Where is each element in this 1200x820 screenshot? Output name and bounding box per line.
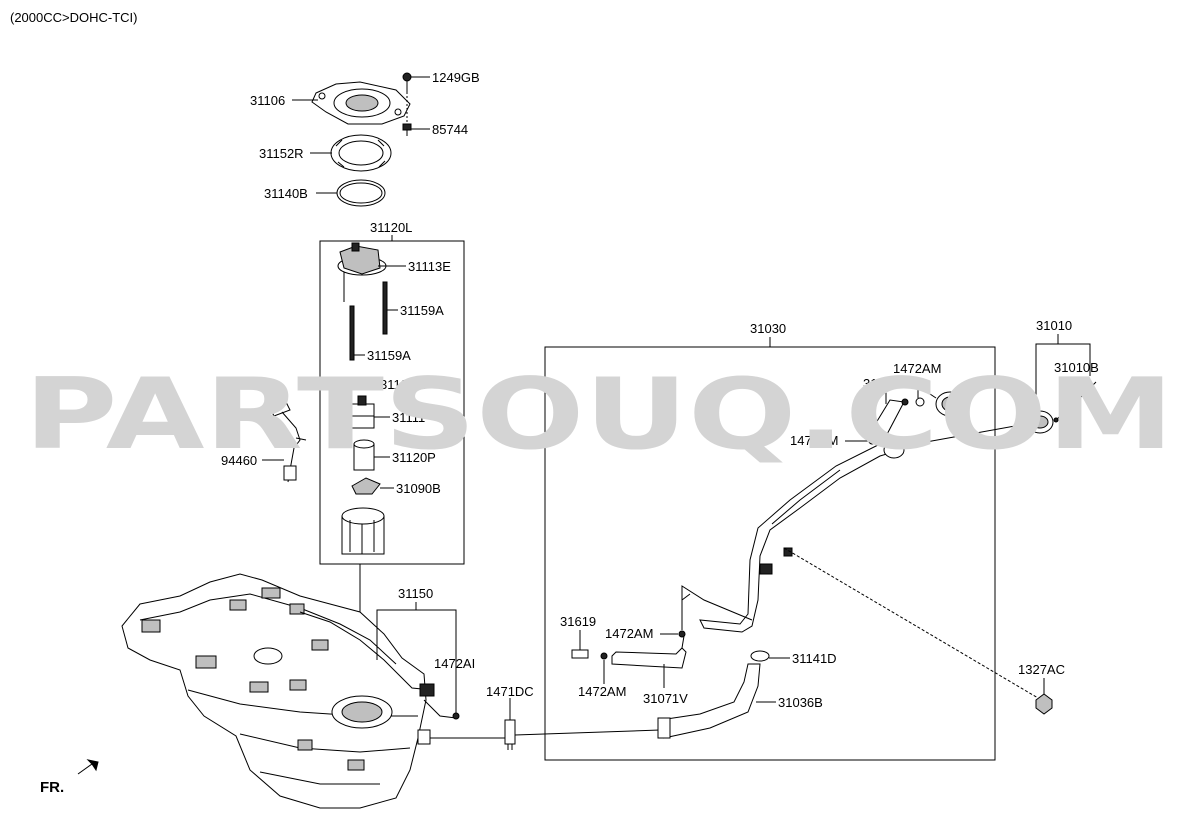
front-orientation-label: FR. bbox=[40, 779, 64, 796]
rod-31159a-2 bbox=[349, 305, 355, 361]
label-31090b: 31090B bbox=[396, 481, 441, 496]
label-31111: 31111 bbox=[392, 410, 425, 425]
label-31071h: 31071H bbox=[863, 376, 909, 391]
filler-neck-pipe bbox=[699, 439, 905, 633]
label-31159a-lower: 31159A bbox=[367, 348, 411, 363]
filler-cap-housing bbox=[915, 391, 965, 417]
clamp-1471dc bbox=[504, 719, 516, 750]
label-31071v: 31071V bbox=[643, 691, 688, 706]
label-1471dc: 1471DC bbox=[486, 684, 534, 699]
label-31106: 31106 bbox=[250, 93, 285, 108]
label-1249gb: 1249GB bbox=[432, 70, 480, 85]
bolt-1249gb bbox=[402, 72, 412, 92]
nut-1327ac bbox=[1035, 693, 1053, 715]
watermark: PARTSOUQ.COM bbox=[24, 358, 1174, 472]
label-1472am-mid: 1472AM bbox=[790, 433, 838, 448]
label-31123m: 31123M bbox=[380, 377, 426, 392]
regulator-31090b bbox=[351, 477, 381, 495]
rod-31159a-1 bbox=[382, 281, 388, 335]
label-31010b: 31010B bbox=[1054, 360, 1099, 375]
label-94460: 94460 bbox=[221, 453, 257, 468]
label-1472am-left: 1472AM bbox=[605, 626, 653, 641]
filter-31123m bbox=[357, 379, 367, 387]
label-85744: 85744 bbox=[432, 122, 468, 137]
label-31159a-upper: 31159A bbox=[400, 303, 444, 318]
o-ring-gasket bbox=[336, 179, 386, 207]
label-31010: 31010 bbox=[1036, 318, 1072, 333]
label-31152r: 31152R bbox=[259, 146, 304, 161]
clamp-1472am-upper bbox=[868, 437, 876, 445]
locking-ring bbox=[330, 134, 392, 172]
fuel-level-sender-94460 bbox=[267, 397, 307, 483]
filter-31120p bbox=[353, 439, 375, 471]
pump-flange-31113e bbox=[337, 242, 387, 302]
label-31120l: 31120L bbox=[370, 220, 412, 235]
filler-hose-31036b bbox=[657, 663, 761, 739]
label-31113e: 31113E bbox=[408, 259, 451, 274]
pump-31111 bbox=[351, 395, 375, 429]
reservoir-cup bbox=[341, 507, 385, 555]
filler-assembly-box bbox=[544, 346, 996, 761]
label-1472am-bottom: 1472AM bbox=[578, 684, 626, 699]
label-31120p: 31120P bbox=[392, 450, 436, 465]
label-31141d: 31141D bbox=[792, 651, 837, 666]
label-1472am-top: 1472AM bbox=[893, 361, 941, 376]
label-1327ac: 1327AC bbox=[1018, 662, 1065, 677]
label-31140b: 31140B bbox=[264, 186, 308, 201]
label-31150: 31150 bbox=[398, 586, 433, 601]
label-1472ai: 1472AI bbox=[434, 656, 475, 671]
label-31036b: 31036B bbox=[778, 695, 823, 710]
front-arrow-icon bbox=[77, 759, 99, 775]
label-31619: 31619 bbox=[560, 614, 596, 629]
clip-31141d bbox=[750, 650, 770, 662]
engine-spec-header: (2000CC>DOHC-TCI) bbox=[10, 10, 138, 25]
fuel-tank bbox=[121, 573, 457, 809]
cover-plate bbox=[311, 81, 411, 125]
clamp-31619 bbox=[571, 649, 608, 660]
breather-hose-31071h bbox=[867, 398, 909, 441]
label-31030: 31030 bbox=[750, 321, 786, 336]
clamp-1472am-left bbox=[678, 630, 686, 638]
nut-85744 bbox=[402, 123, 412, 136]
pump-module-box bbox=[319, 240, 465, 565]
fuel-cap bbox=[1026, 410, 1054, 434]
vent-hose-31071v bbox=[611, 635, 687, 669]
